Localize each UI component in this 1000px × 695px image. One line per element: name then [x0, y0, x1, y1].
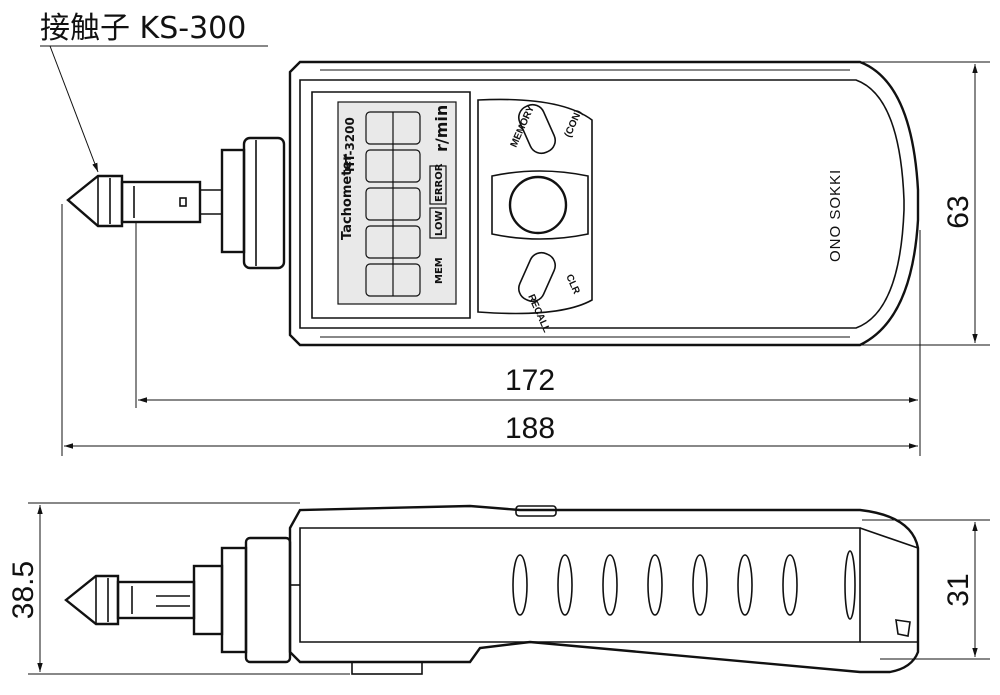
model-number: HT-3200 [343, 117, 357, 172]
dim-label-31: 31 [942, 573, 975, 606]
callout-leader [49, 45, 99, 173]
mem-label: MEM [434, 257, 445, 284]
dim-label-63: 63 [942, 195, 975, 228]
sensor-window [508, 175, 568, 235]
lcd-digits [365, 111, 421, 297]
body-side [288, 504, 920, 675]
top-view: 接触子 KS-300 [40, 11, 990, 456]
brand-logo: ONO SOKKI [827, 169, 844, 262]
contact-tip-side [64, 536, 292, 664]
unit-label: r/min [432, 105, 451, 152]
dim-label-188: 188 [505, 412, 555, 445]
contact-tip-top [66, 136, 286, 270]
recall-button[interactable] [515, 249, 559, 305]
low-flag: LOW [434, 210, 445, 236]
memory-button-label: MEMORY [509, 104, 537, 150]
body-top [288, 60, 920, 347]
dim-label-38-5: 38.5 [7, 561, 40, 619]
clr-label: CLR [563, 273, 582, 297]
error-flag: ERROR [434, 163, 445, 202]
lcd-title: Tachometer [340, 154, 355, 240]
grip-slots [512, 550, 856, 620]
dim-label-172: 172 [505, 364, 555, 397]
lcd-display: Tachometer HT-3200 r/min ERROR LOW MEM [337, 101, 457, 305]
lcd-flags: ERROR LOW MEM [429, 163, 447, 284]
button-panel: MEMORY (CON) RECALL CLR [477, 98, 593, 334]
con-label: (CON) [563, 108, 585, 139]
contact-tip-callout: 接触子 KS-300 [40, 11, 246, 46]
memory-button[interactable] [515, 101, 559, 157]
side-view: 38.5 31 [7, 502, 990, 675]
